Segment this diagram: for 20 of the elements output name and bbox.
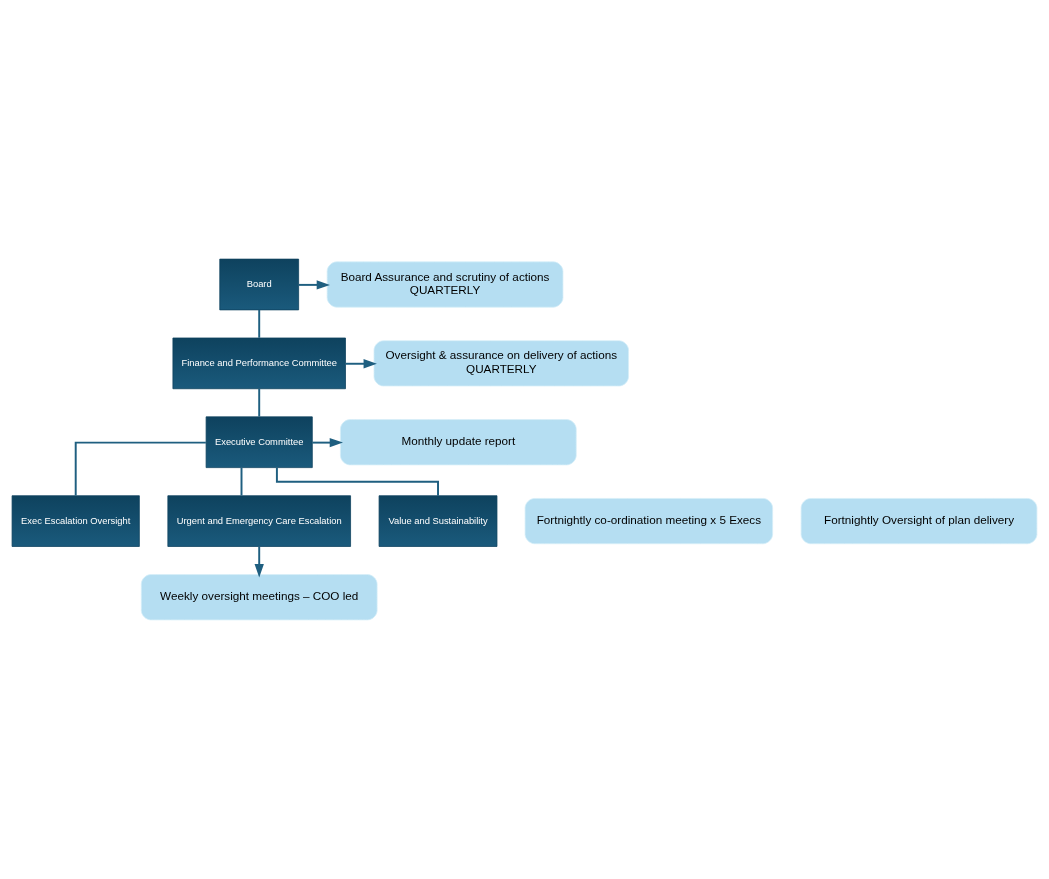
node-box: Monthly update report xyxy=(340,419,577,466)
arrow xyxy=(254,545,264,578)
node-box: Urgent and Emergency Care Escalation xyxy=(167,495,351,547)
node-box: Exec Escalation Oversight xyxy=(11,495,140,547)
node-box: Weekly oversight meetings – COO led xyxy=(140,574,378,621)
node-box: Board Assurance and scrutiny of actions QUARTERLY xyxy=(326,261,564,308)
node-box: Finance and Performance Committee xyxy=(172,337,346,390)
node-box: Fortnightly Oversight of plan delivery xyxy=(800,498,1038,545)
connector xyxy=(74,441,207,497)
node-box: Oversight & assurance on delivery of actions QUARTERLY xyxy=(373,340,629,387)
node-box: Value and Sustainability xyxy=(378,495,498,547)
connector xyxy=(240,466,243,497)
arrow xyxy=(311,437,343,448)
node-box: Fortnightly co-ordination meeting x 5 Execs xyxy=(524,498,773,545)
connector xyxy=(258,387,261,418)
node-box: Executive Committee xyxy=(205,416,313,468)
connector xyxy=(258,308,261,339)
arrow xyxy=(297,280,330,290)
arrow xyxy=(344,359,377,369)
node-box: Board xyxy=(219,258,300,311)
